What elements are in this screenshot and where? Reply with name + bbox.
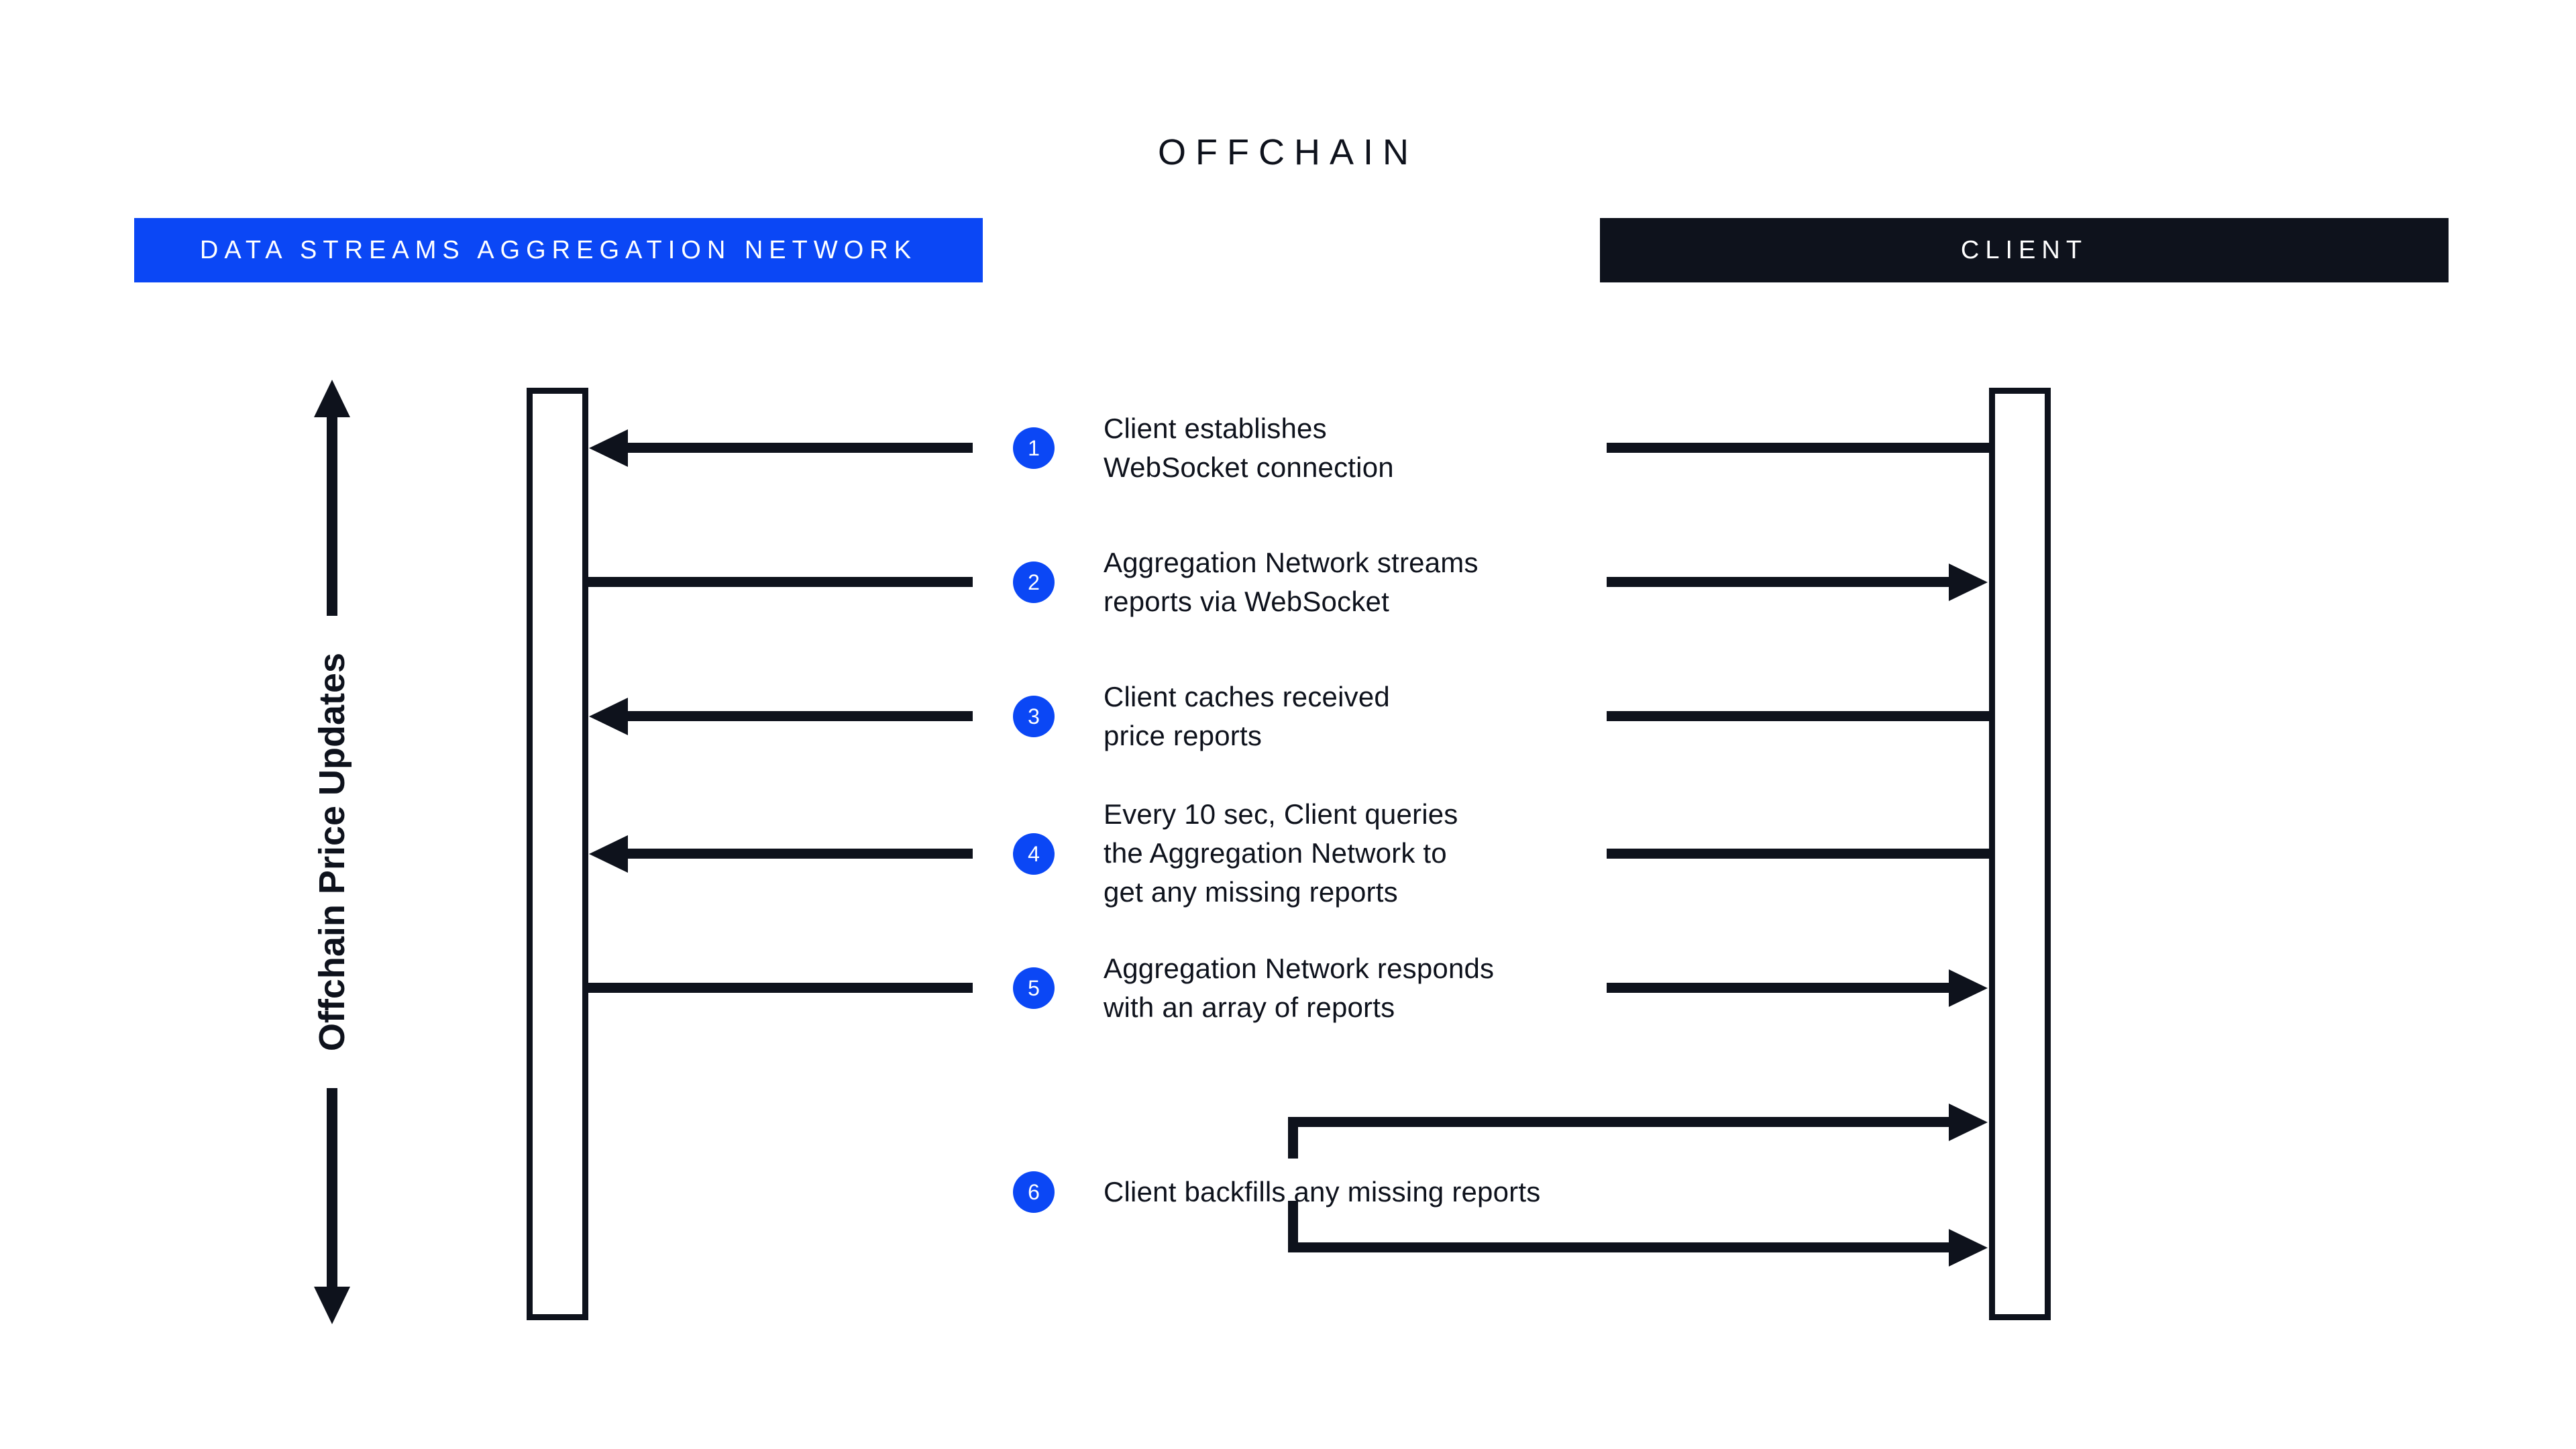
axis-label-offchain-price-updates: Offchain Price Updates bbox=[312, 652, 352, 1052]
step-number-5: 5 bbox=[1028, 976, 1040, 1000]
axis-arrows-icon bbox=[314, 380, 350, 1324]
page-title: OFFCHAIN bbox=[1158, 132, 1418, 172]
step-number-4: 4 bbox=[1028, 842, 1040, 866]
step-badge-4[interactable]: 4 bbox=[1013, 833, 1055, 875]
lifeline-client bbox=[1989, 388, 2051, 1320]
step-text-2: Aggregation Network streams reports via … bbox=[1104, 547, 1479, 617]
step-text-1: Client establishes WebSocket connection bbox=[1104, 413, 1394, 483]
step-text-3: Client caches received price reports bbox=[1104, 681, 1390, 751]
step-badge-1[interactable]: 1 bbox=[1013, 427, 1055, 469]
lane-header-aggregation-network-label: DATA STREAMS AGGREGATION NETWORK bbox=[199, 235, 918, 264]
step-number-2: 2 bbox=[1028, 570, 1040, 594]
step-badge-2[interactable]: 2 bbox=[1013, 561, 1055, 603]
lane-header-client: CLIENT bbox=[1600, 218, 2449, 282]
step-text-5: Aggregation Network responds with an arr… bbox=[1104, 953, 1495, 1023]
step-badge-3[interactable]: 3 bbox=[1013, 696, 1055, 737]
step-text-6: Client backfills any missing reports bbox=[1104, 1176, 1541, 1208]
step-badge-5[interactable]: 5 bbox=[1013, 967, 1055, 1009]
offchain-price-updates-axis: Offchain Price Updates bbox=[288, 376, 376, 1328]
lane-header-client-label: CLIENT bbox=[1960, 235, 2088, 264]
step-badge-6[interactable]: 6 bbox=[1013, 1171, 1055, 1213]
step-number-6: 6 bbox=[1028, 1180, 1040, 1204]
message-line-step-6-upper bbox=[1288, 1104, 1988, 1159]
lane-header-aggregation-network: DATA STREAMS AGGREGATION NETWORK bbox=[134, 218, 983, 282]
step-number-3: 3 bbox=[1028, 704, 1040, 729]
step-number-1: 1 bbox=[1028, 436, 1040, 460]
lifeline-aggregation-network bbox=[527, 388, 588, 1320]
step-text-4: Every 10 sec, Client queries the Aggrega… bbox=[1104, 798, 1458, 908]
